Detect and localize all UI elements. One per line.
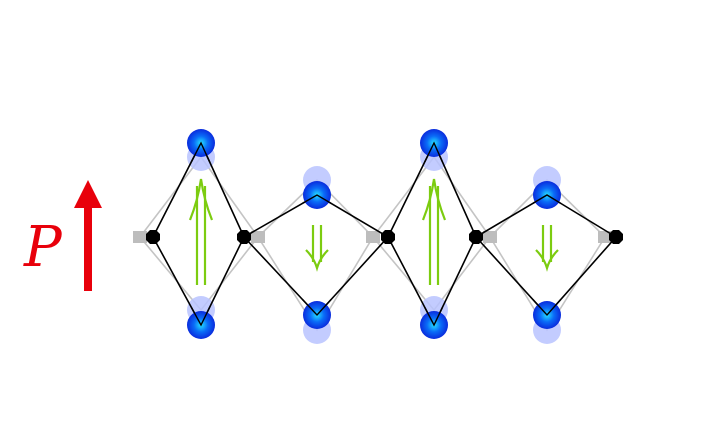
bond xyxy=(190,141,211,163)
dipole-arrows xyxy=(188,178,559,285)
bond xyxy=(301,298,332,317)
dipole-arrow-head xyxy=(421,178,447,221)
bond xyxy=(424,141,444,163)
polarization-arrow-shaft xyxy=(84,202,92,291)
dipole-arrow-up xyxy=(188,178,214,285)
octahedron xyxy=(242,194,390,317)
reference-node xyxy=(133,231,147,243)
dipole-arrow-up xyxy=(421,178,447,285)
reference-node xyxy=(251,231,265,243)
reference-node xyxy=(598,231,612,243)
dipole-arrow-down xyxy=(305,225,329,272)
bond xyxy=(424,307,444,327)
polarization-label: P xyxy=(23,215,63,280)
node xyxy=(469,230,483,244)
bond xyxy=(532,298,562,317)
dipole-arrow-head xyxy=(535,249,559,272)
bond xyxy=(532,194,562,205)
node xyxy=(381,230,395,244)
node xyxy=(146,230,160,244)
distorted-structure xyxy=(146,129,623,339)
polarization-arrow-head xyxy=(74,180,102,208)
polarization-indicator: P xyxy=(23,180,102,291)
node xyxy=(237,230,251,244)
dipole-arrow-head xyxy=(188,178,214,221)
dipole-arrow-head xyxy=(305,249,329,272)
bond xyxy=(302,194,332,205)
reference-node xyxy=(366,231,380,243)
node xyxy=(609,230,623,244)
bond xyxy=(190,307,211,327)
dipole-arrow-down xyxy=(535,225,559,272)
octahedron xyxy=(474,194,618,317)
reference-node xyxy=(483,231,497,243)
